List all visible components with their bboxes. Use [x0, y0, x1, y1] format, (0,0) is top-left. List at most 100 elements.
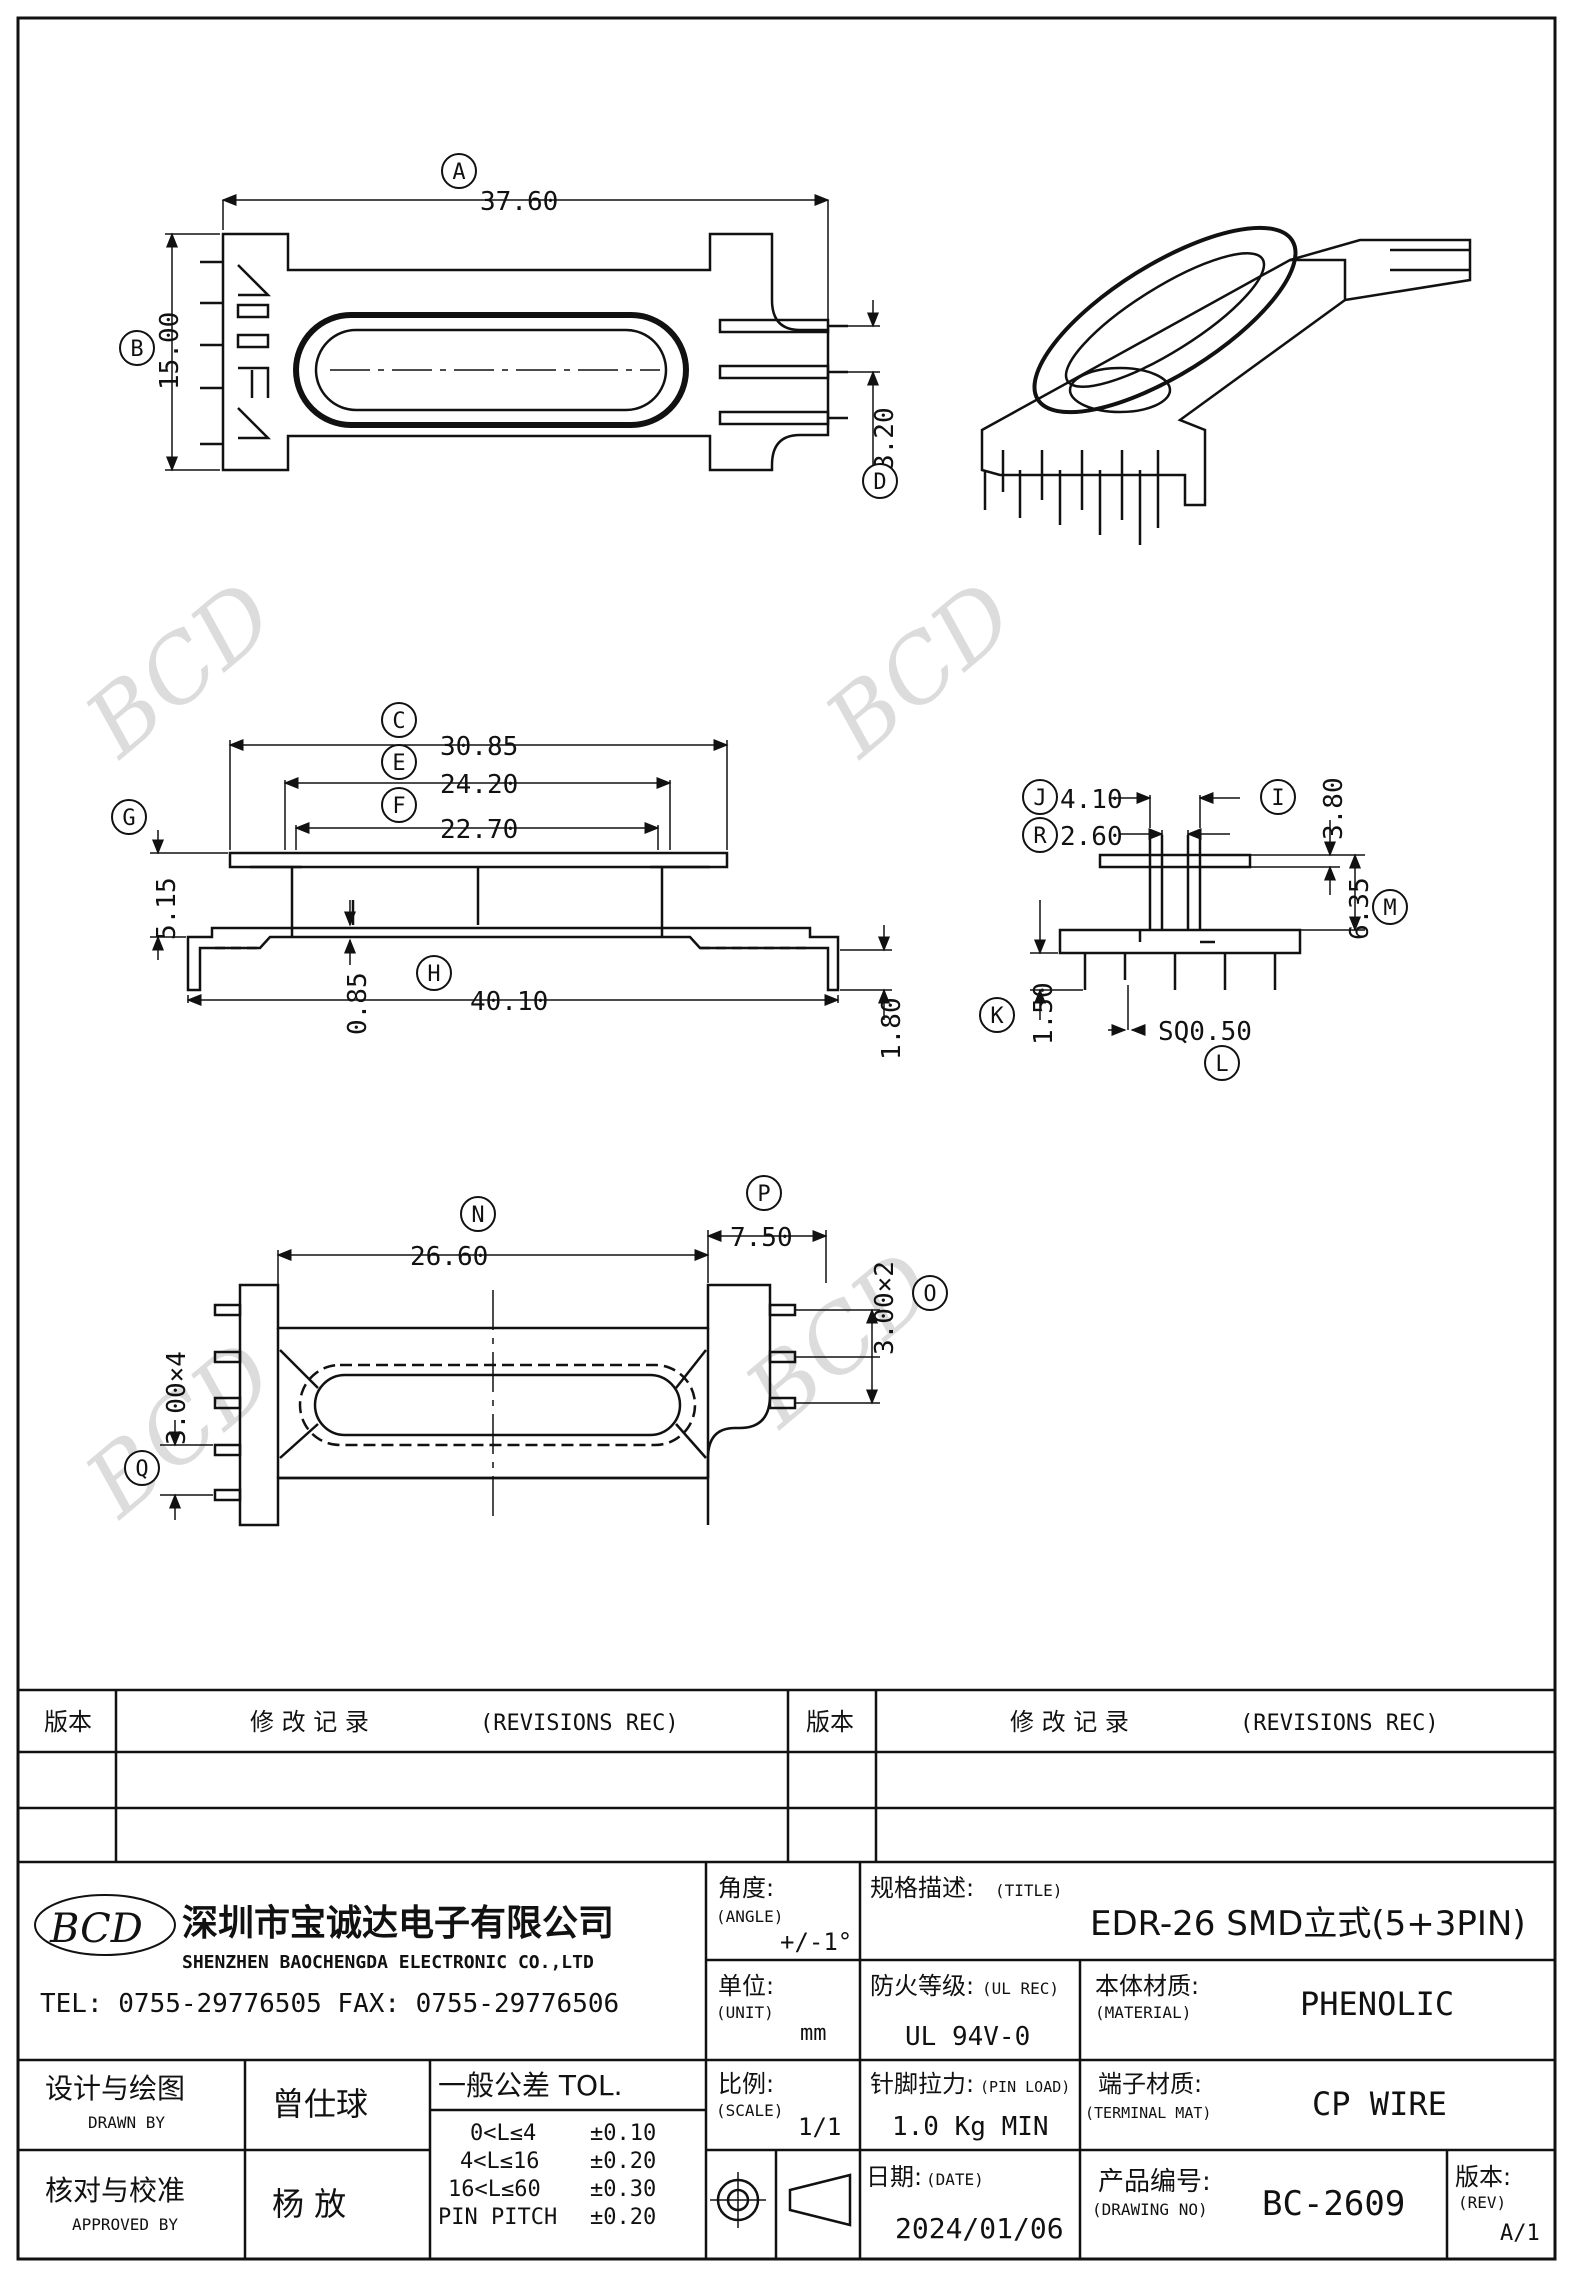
- label-M: M: [1383, 896, 1396, 921]
- rev-rec-label-right: 修 改 记 录: [1010, 1708, 1129, 1736]
- dim-I-value: 3.80: [1319, 777, 1349, 840]
- front-view: [150, 739, 892, 1020]
- material-label: 本体材质:: [1095, 1972, 1199, 2000]
- title-value: EDR-26 SMD立式(5+3PIN): [1090, 1904, 1526, 1944]
- terminal-label: 端子材质:: [1098, 2070, 1202, 2098]
- dim-N-value: 26.60: [410, 1242, 488, 1272]
- dim-M-value: 6.35: [1345, 877, 1375, 940]
- rev-ver-label-right: 版本: [806, 1708, 854, 1736]
- dim-A-value: 37.60: [480, 187, 558, 217]
- label-E: E: [392, 751, 405, 776]
- rev-label: 版本:: [1455, 2163, 1511, 2191]
- dim-O-value: 3.00×2: [870, 1261, 900, 1355]
- label-D: D: [873, 470, 886, 495]
- ul-label: 防火等级:: [870, 1972, 974, 2000]
- dim-180-value: 1.80: [877, 997, 907, 1060]
- tol-row-value: ±0.10: [590, 2121, 656, 2146]
- material-en: (MATERIAL): [1095, 2003, 1191, 2022]
- company-name-en: SHENZHEN BAOCHENGDA ELECTRONIC CO.,LTD: [182, 1952, 594, 1973]
- scale-value: 1/1: [798, 2113, 841, 2141]
- dim-R-value: 2.60: [1060, 822, 1123, 852]
- dim-Q-value: 3.00×4: [162, 1351, 192, 1445]
- label-F: F: [392, 794, 405, 819]
- title-block-grid: [18, 1862, 1555, 2259]
- watermark-4: BCD: [725, 1232, 954, 1448]
- tol-row-range: PIN PITCH: [438, 2205, 557, 2230]
- revision-table: [18, 1688, 1555, 1864]
- scale-label: 比例:: [718, 2070, 774, 2098]
- terminal-value: CP WIRE: [1312, 2085, 1447, 2123]
- label-K: K: [990, 1004, 1004, 1029]
- date-en: (DATE): [926, 2170, 984, 2189]
- label-P: P: [757, 1182, 770, 1207]
- label-O: O: [923, 1282, 936, 1307]
- dim-C-value: 30.85: [440, 732, 518, 762]
- side-view: [1030, 792, 1365, 1036]
- drawn-value: 曾仕球: [272, 2085, 368, 2123]
- label-J: J: [1033, 786, 1046, 811]
- dim-B-value: 15.00: [155, 312, 185, 390]
- tol-row-value: ±0.30: [590, 2177, 656, 2202]
- ul-value: UL 94V-0: [905, 2022, 1030, 2052]
- isometric-view: [980, 225, 1472, 545]
- date-value: 2024/01/06: [895, 2212, 1064, 2245]
- top-view: [165, 194, 880, 472]
- rev-ver-label-left: 版本: [44, 1708, 92, 1736]
- pin-en: (PIN LOAD): [980, 2078, 1070, 2096]
- drawn-label: 设计与绘图: [45, 2072, 185, 2105]
- approved-label: 核对与校准: [45, 2174, 185, 2207]
- dim-L-value: SQ0.50: [1158, 1017, 1252, 1047]
- rev-en: (REV): [1458, 2193, 1506, 2212]
- title-en: (TITLE): [995, 1881, 1062, 1900]
- label-N: N: [471, 1203, 484, 1228]
- dim-085-value: 0.85: [343, 972, 373, 1035]
- tol-row-range: 16<L≤60: [448, 2177, 541, 2202]
- tol-title: 一般公差 TOL.: [438, 2069, 623, 2102]
- dim-H-value: 40.10: [470, 987, 548, 1017]
- label-I: I: [1271, 786, 1284, 811]
- unit-value: mm: [800, 2021, 827, 2046]
- scale-en: (SCALE): [716, 2101, 783, 2120]
- tol-row-range: 0<L≤4: [470, 2121, 536, 2146]
- approved-en: APPROVED BY: [72, 2215, 178, 2234]
- company-contact: TEL: 0755-29776505 FAX: 0755-29776506: [40, 1989, 619, 2019]
- angle-value: +/-1°: [780, 1928, 852, 1956]
- label-R: R: [1033, 824, 1047, 849]
- label-G: G: [122, 806, 135, 831]
- unit-label: 单位:: [718, 1972, 774, 2000]
- label-C: C: [392, 709, 405, 734]
- label-L: L: [1215, 1052, 1228, 1077]
- dim-K-value: 1.50: [1029, 982, 1059, 1045]
- drawing-no-en: (DRAWING NO): [1092, 2200, 1208, 2219]
- projection-symbol-icon: [710, 2172, 852, 2228]
- pin-value: 1.0 Kg MIN: [892, 2112, 1049, 2142]
- dim-G-value: 5.15: [152, 877, 182, 940]
- dim-P-value: 7.50: [730, 1223, 793, 1253]
- drawing-no-label: 产品编号:: [1098, 2167, 1211, 2197]
- rev-rec-en-left: (REVISIONS REC): [480, 1711, 679, 1736]
- bottom-view: [160, 1230, 880, 1527]
- dim-J-value: 4.10: [1060, 785, 1123, 815]
- approved-value: 杨 放: [272, 2185, 346, 2223]
- tol-row-value: ±0.20: [590, 2149, 656, 2174]
- rev-rec-label-left: 修 改 记 录: [250, 1708, 369, 1736]
- dim-D-value: 3.20: [870, 407, 900, 470]
- label-H: H: [427, 962, 440, 987]
- tol-row-range: 4<L≤16: [460, 2149, 539, 2174]
- tol-row-value: ±0.20: [590, 2205, 656, 2230]
- rev-value: A/1: [1500, 2221, 1540, 2246]
- title-label: 规格描述:: [870, 1874, 974, 1902]
- date-label: 日期:: [866, 2163, 922, 2191]
- dim-E-value: 24.20: [440, 770, 518, 800]
- company-name-cn: 深圳市宝诚达电子有限公司: [182, 1903, 614, 1944]
- company-logo: BCD: [34, 1894, 176, 1956]
- label-A: A: [452, 160, 465, 185]
- logo-text: BCD: [49, 1906, 143, 1952]
- label-Q: Q: [135, 1457, 148, 1482]
- watermark-2: BCD: [805, 562, 1034, 778]
- label-B: B: [130, 337, 143, 362]
- balloon-labels: [111, 153, 1408, 1486]
- dim-F-value: 22.70: [440, 815, 518, 845]
- drawn-en: DRAWN BY: [88, 2113, 165, 2132]
